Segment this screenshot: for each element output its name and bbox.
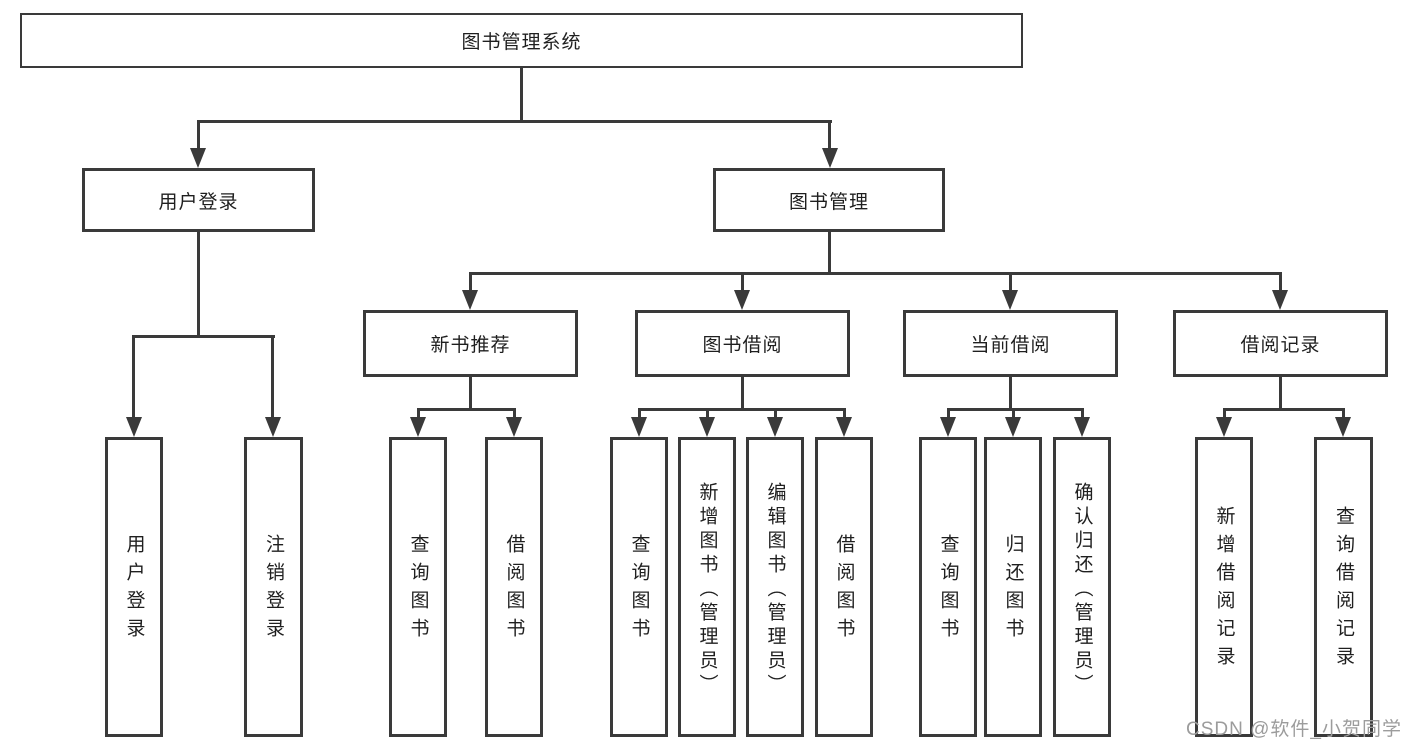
- connector-arrowhead: [734, 290, 750, 310]
- connector-arrowhead: [1002, 290, 1018, 310]
- connector-arrowhead: [506, 417, 522, 437]
- connector-line-vertical: [469, 272, 472, 294]
- leaf-query-borrow-record: 查询借阅记录: [1314, 437, 1373, 737]
- connector-line-horizontal: [469, 272, 1282, 275]
- connector-line-vertical: [828, 120, 831, 152]
- connector-line-vertical: [1279, 272, 1282, 294]
- connector-arrowhead: [1216, 417, 1232, 437]
- leaf-add-borrow-record: 新增借阅记录: [1195, 437, 1253, 737]
- connector-arrowhead: [1272, 290, 1288, 310]
- connector-line-vertical: [1009, 272, 1012, 294]
- connector-line-vertical: [197, 232, 200, 338]
- connector-arrowhead: [126, 417, 142, 437]
- connector-line-vertical: [1081, 408, 1084, 422]
- connector-line-vertical: [741, 272, 744, 294]
- leaf-borrow-books-recommend: 借阅图书: [485, 437, 543, 737]
- connector-line-vertical: [1009, 377, 1012, 411]
- leaf-query-books-current: 查询图书: [919, 437, 977, 737]
- connector-line-horizontal: [417, 408, 516, 411]
- leaf-return-books: 归还图书: [984, 437, 1042, 737]
- connector-line-horizontal: [132, 335, 275, 338]
- connector-line-vertical: [828, 232, 831, 275]
- connector-line-vertical: [132, 335, 135, 421]
- leaf-logout: 注销登录: [244, 437, 303, 737]
- leaf-edit-books-admin: 编辑图书（管理员）: [746, 437, 804, 737]
- leaf-confirm-return-admin: 确认归还（管理员）: [1053, 437, 1111, 737]
- connector-line-vertical: [513, 408, 516, 422]
- node-book-borrowing: 图书借阅: [635, 310, 850, 377]
- connector-arrowhead: [822, 148, 838, 168]
- node-borrowing-records: 借阅记录: [1173, 310, 1388, 377]
- csdn-watermark: CSDN @软件_小贺同学: [1186, 719, 1402, 740]
- connector-arrowhead: [631, 417, 647, 437]
- connector-line-vertical: [520, 68, 523, 122]
- node-current-borrowing: 当前借阅: [903, 310, 1118, 377]
- leaf-query-books-recommend: 查询图书: [389, 437, 447, 737]
- connector-line-vertical: [706, 408, 709, 422]
- connector-line-vertical: [469, 377, 472, 411]
- connector-line-vertical: [1223, 408, 1226, 422]
- connector-arrowhead: [836, 417, 852, 437]
- connector-line-vertical: [774, 408, 777, 422]
- connector-line-vertical: [271, 335, 274, 421]
- connector-arrowhead: [1074, 417, 1090, 437]
- connector-line-vertical: [197, 120, 200, 152]
- connector-line-vertical: [741, 377, 744, 411]
- connector-line-vertical: [417, 408, 420, 422]
- leaf-user-login: 用户登录: [105, 437, 163, 737]
- connector-arrowhead: [1005, 417, 1021, 437]
- connector-line-vertical: [947, 408, 950, 422]
- connector-arrowhead: [410, 417, 426, 437]
- connector-line-vertical: [1012, 408, 1015, 422]
- connector-line-horizontal: [1223, 408, 1345, 411]
- connector-line-vertical: [843, 408, 846, 422]
- connector-line-vertical: [638, 408, 641, 422]
- node-new-book-recommendation: 新书推荐: [363, 310, 578, 377]
- connector-line-vertical: [1342, 408, 1345, 422]
- connector-line-horizontal: [947, 408, 1084, 411]
- connector-arrowhead: [699, 417, 715, 437]
- connector-arrowhead: [190, 148, 206, 168]
- connector-arrowhead: [462, 290, 478, 310]
- leaf-query-books-borrow: 查询图书: [610, 437, 668, 737]
- connector-arrowhead: [767, 417, 783, 437]
- connector-line-horizontal: [197, 120, 832, 123]
- node-library-management-system: 图书管理系统: [20, 13, 1023, 68]
- leaf-borrow-books: 借阅图书: [815, 437, 873, 737]
- connector-line-vertical: [1279, 377, 1282, 411]
- connector-arrowhead: [940, 417, 956, 437]
- connector-arrowhead: [1335, 417, 1351, 437]
- node-book-management: 图书管理: [713, 168, 945, 232]
- connector-line-horizontal: [638, 408, 846, 411]
- connector-arrowhead: [265, 417, 281, 437]
- node-user-login: 用户登录: [82, 168, 315, 232]
- leaf-add-books-admin: 新增图书（管理员）: [678, 437, 736, 737]
